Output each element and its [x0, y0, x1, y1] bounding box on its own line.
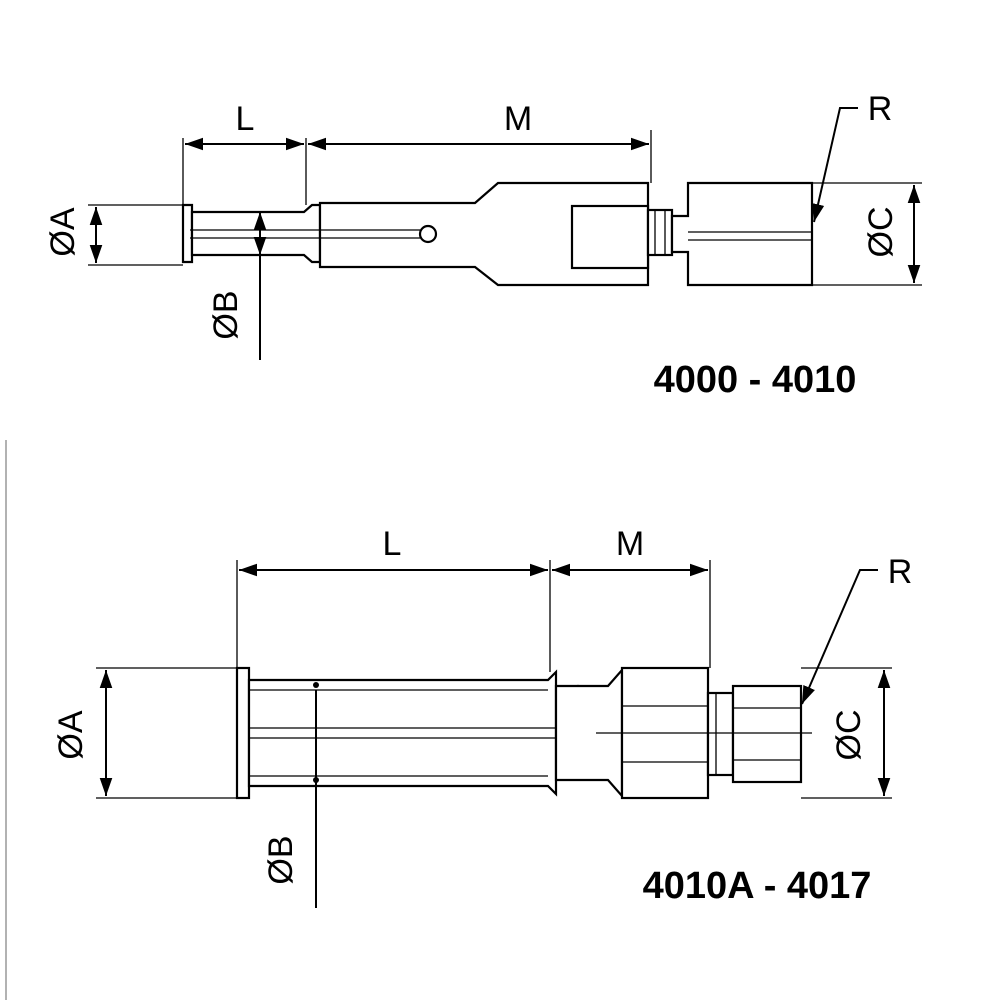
bottom-small-nut: [731, 684, 803, 784]
top-part-drawing: L M ØA ØB ØC R 4000 - 4010: [44, 90, 922, 401]
bottom-dim-R: R: [888, 553, 913, 591]
top-dim-B: ØB: [207, 290, 245, 339]
top-part-number-title: 4000 - 4010: [654, 359, 857, 401]
bottom-collet-body: [247, 669, 558, 797]
top-dim-M: M: [504, 100, 532, 138]
top-neck: [646, 208, 674, 257]
top-dim-L: L: [236, 100, 255, 138]
top-collet-lip: [181, 203, 194, 264]
bottom-dim-C: ØC: [830, 710, 868, 761]
bottom-dim-L: L: [383, 525, 402, 563]
bottom-part-number-title: 4010A - 4017: [643, 865, 872, 907]
top-slot-hole: [418, 224, 438, 244]
top-shaft: [318, 181, 650, 287]
top-dim-C: ØC: [862, 207, 900, 258]
top-dim-A: ØA: [44, 207, 82, 256]
top-collet-body: [190, 203, 322, 264]
bottom-dim-B: ØB: [262, 835, 300, 884]
bottom-collet-lip: [235, 666, 251, 800]
bottom-part-drawing: L M ØA ØB ØC R 4010A - 4017: [52, 525, 912, 908]
top-hex-nut: [670, 181, 814, 287]
bottom-dim-M: M: [616, 525, 644, 563]
bottom-dim-A: ØA: [52, 710, 90, 759]
bottom-collar: [706, 691, 735, 777]
top-dim-R: R: [868, 90, 893, 128]
top-pocket: [570, 204, 650, 270]
